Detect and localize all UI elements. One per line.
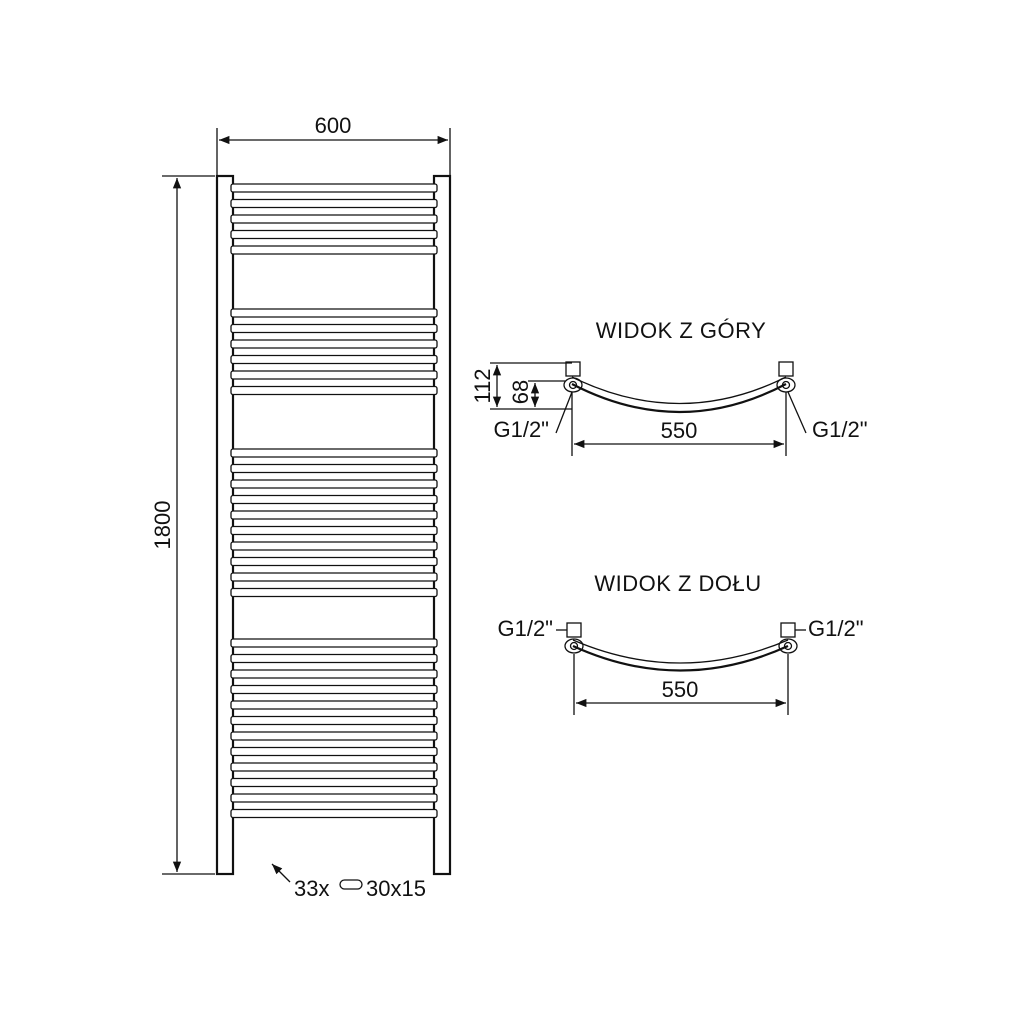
radiator-tube [230, 510, 438, 520]
radiator-tube [230, 463, 438, 474]
radiator-tube [230, 479, 438, 489]
radiator-tube [230, 653, 438, 664]
radiator-tube [230, 669, 438, 679]
radiator-tube [230, 684, 438, 695]
tube-count-label: 33x [294, 876, 329, 901]
bottom-span-label: 550 [662, 677, 699, 702]
top-curved-tube-front [571, 383, 787, 414]
radiator-tube [230, 541, 438, 551]
top-span-label: 550 [661, 418, 698, 443]
radiator-tube [230, 556, 438, 567]
tube-spec-callout: 33x 30x15 [271, 863, 426, 901]
front-view: 600 1800 33x 30x15 [150, 113, 452, 901]
oval-profile-icon [339, 879, 363, 890]
radiator-tube [230, 572, 438, 582]
radiator-tube [230, 746, 438, 757]
bottom-view-title: WIDOK Z DOŁU [594, 571, 761, 596]
height-label: 1800 [150, 501, 175, 550]
height-dimension: 1800 [150, 175, 215, 875]
radiator-tube [230, 494, 438, 505]
top-left-connection-label: G1/2" [493, 417, 549, 442]
radiator-tube [230, 354, 438, 365]
radiator-tube [230, 245, 438, 255]
radiator-tube [230, 777, 438, 788]
radiator-tube [230, 587, 438, 598]
width-label: 600 [315, 113, 352, 138]
radiator-tube [230, 229, 438, 240]
top-right-connection-label: G1/2" [812, 417, 868, 442]
top-view: WIDOK Z GÓRY 112 68 G1/2" G1/2" [470, 318, 868, 456]
tube-size-label: 30x15 [366, 876, 426, 901]
bottom-right-connection-label: G1/2" [808, 616, 864, 641]
bottom-view: WIDOK Z DOŁU G1/2" G1/2" 550 [497, 571, 864, 715]
bottom-curved-tube-back [572, 639, 789, 664]
radiator-tube [230, 700, 438, 710]
right-collector [432, 174, 452, 876]
radiator-tube [230, 339, 438, 349]
radiator-tube [230, 731, 438, 741]
radiator-tube [230, 525, 438, 536]
radiator-tube [230, 638, 438, 648]
bottom-curved-tube-front [572, 644, 789, 672]
radiator-tube [230, 323, 438, 334]
tube-group [230, 183, 438, 819]
top-curved-tube-back [571, 376, 787, 405]
radiator-tube [230, 762, 438, 772]
radiator-tube [230, 808, 438, 819]
top-left-valve-icon [563, 361, 583, 393]
bottom-left-connection-label: G1/2" [497, 616, 553, 641]
depth-outer-label: 112 [470, 368, 495, 403]
radiator-tube [230, 715, 438, 726]
radiator-tube [230, 793, 438, 803]
radiator-tube [230, 370, 438, 380]
radiator-tube [230, 385, 438, 396]
radiator-tube [230, 308, 438, 318]
left-collector [215, 174, 235, 876]
width-dimension: 600 [216, 113, 451, 175]
depth-inner-label: 68 [508, 380, 533, 404]
radiator-tube [230, 214, 438, 224]
radiator-tube [230, 448, 438, 458]
top-view-title: WIDOK Z GÓRY [596, 318, 767, 343]
radiator-tube [230, 198, 438, 209]
radiator-tube [230, 183, 438, 193]
